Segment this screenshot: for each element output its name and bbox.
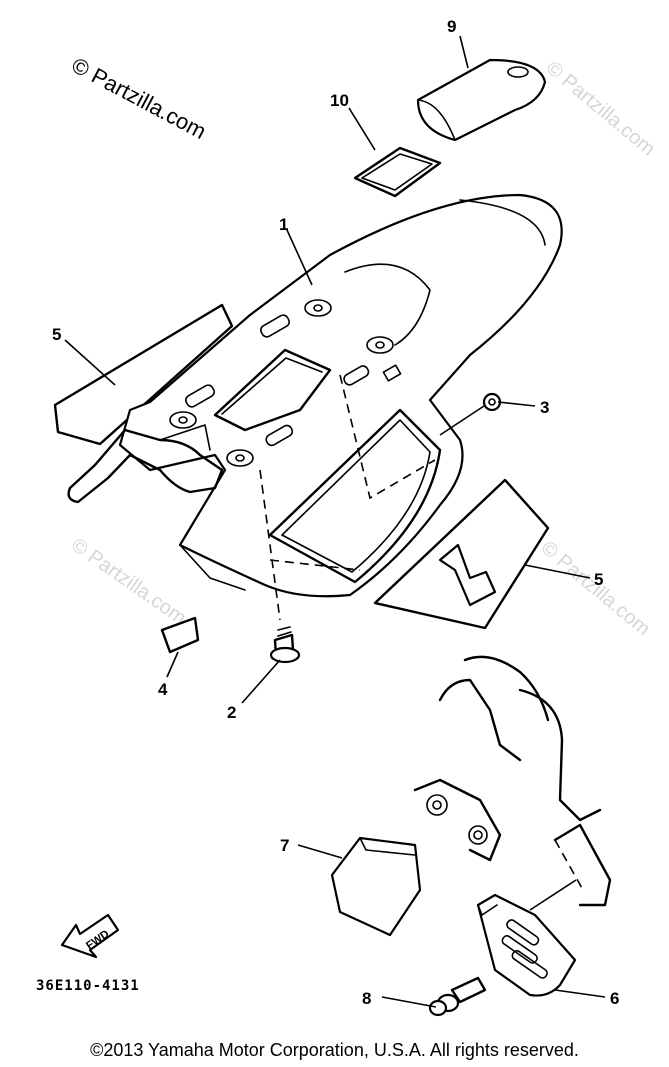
fwd-arrow-icon: FWD (60, 913, 120, 959)
callout-7: 7 (280, 836, 289, 855)
leader-3 (497, 401, 536, 407)
part-1-rear-fender (67, 193, 563, 598)
part-8-bolt (428, 976, 487, 1017)
leader-1 (286, 229, 313, 286)
callout-1: 1 (279, 215, 288, 234)
leader-9 (459, 35, 469, 69)
callout-8: 8 (362, 989, 371, 1008)
callout-4: 4 (158, 680, 168, 699)
callout-10: 10 (330, 91, 349, 110)
leader-6 (554, 989, 606, 998)
copyright-notice: ©2013 Yamaha Motor Corporation, U.S.A. A… (90, 1040, 579, 1060)
leader-8 (381, 996, 437, 1008)
part-2-bolt (259, 469, 301, 664)
leader-6-guard (529, 879, 577, 911)
callout-2: 2 (227, 703, 236, 722)
watermark-faint-top-right: © Partzilla.com (542, 57, 659, 160)
part-9-pad (416, 58, 547, 142)
part-4-sticker (160, 616, 200, 654)
callout-5-right: 5 (594, 570, 603, 589)
part-5-sheet-left (53, 303, 234, 446)
frame-section (413, 655, 612, 907)
leader-5-left (64, 339, 116, 386)
watermark-faint-left: © Partzilla.com (67, 534, 190, 629)
part-5-sheet-right (373, 478, 550, 630)
leader-2 (241, 659, 281, 704)
callout-6: 6 (610, 989, 619, 1008)
watermark-main: © Partzilla.com (68, 52, 211, 144)
part-7-bracket (330, 836, 422, 937)
leader-5-right (524, 564, 591, 579)
diagram-code: 36E110-4131 (36, 978, 140, 994)
leader-4 (166, 651, 179, 678)
leader-10 (348, 107, 376, 151)
leader-7 (297, 844, 343, 859)
part-5-number-plate-insert (438, 543, 497, 607)
part-3-nut (439, 392, 502, 436)
callout-3: 3 (540, 398, 549, 417)
callout-9: 9 (447, 17, 456, 36)
part-10-gasket (353, 146, 442, 198)
part-6-guard (476, 893, 577, 997)
callout-5-left: 5 (52, 325, 61, 344)
